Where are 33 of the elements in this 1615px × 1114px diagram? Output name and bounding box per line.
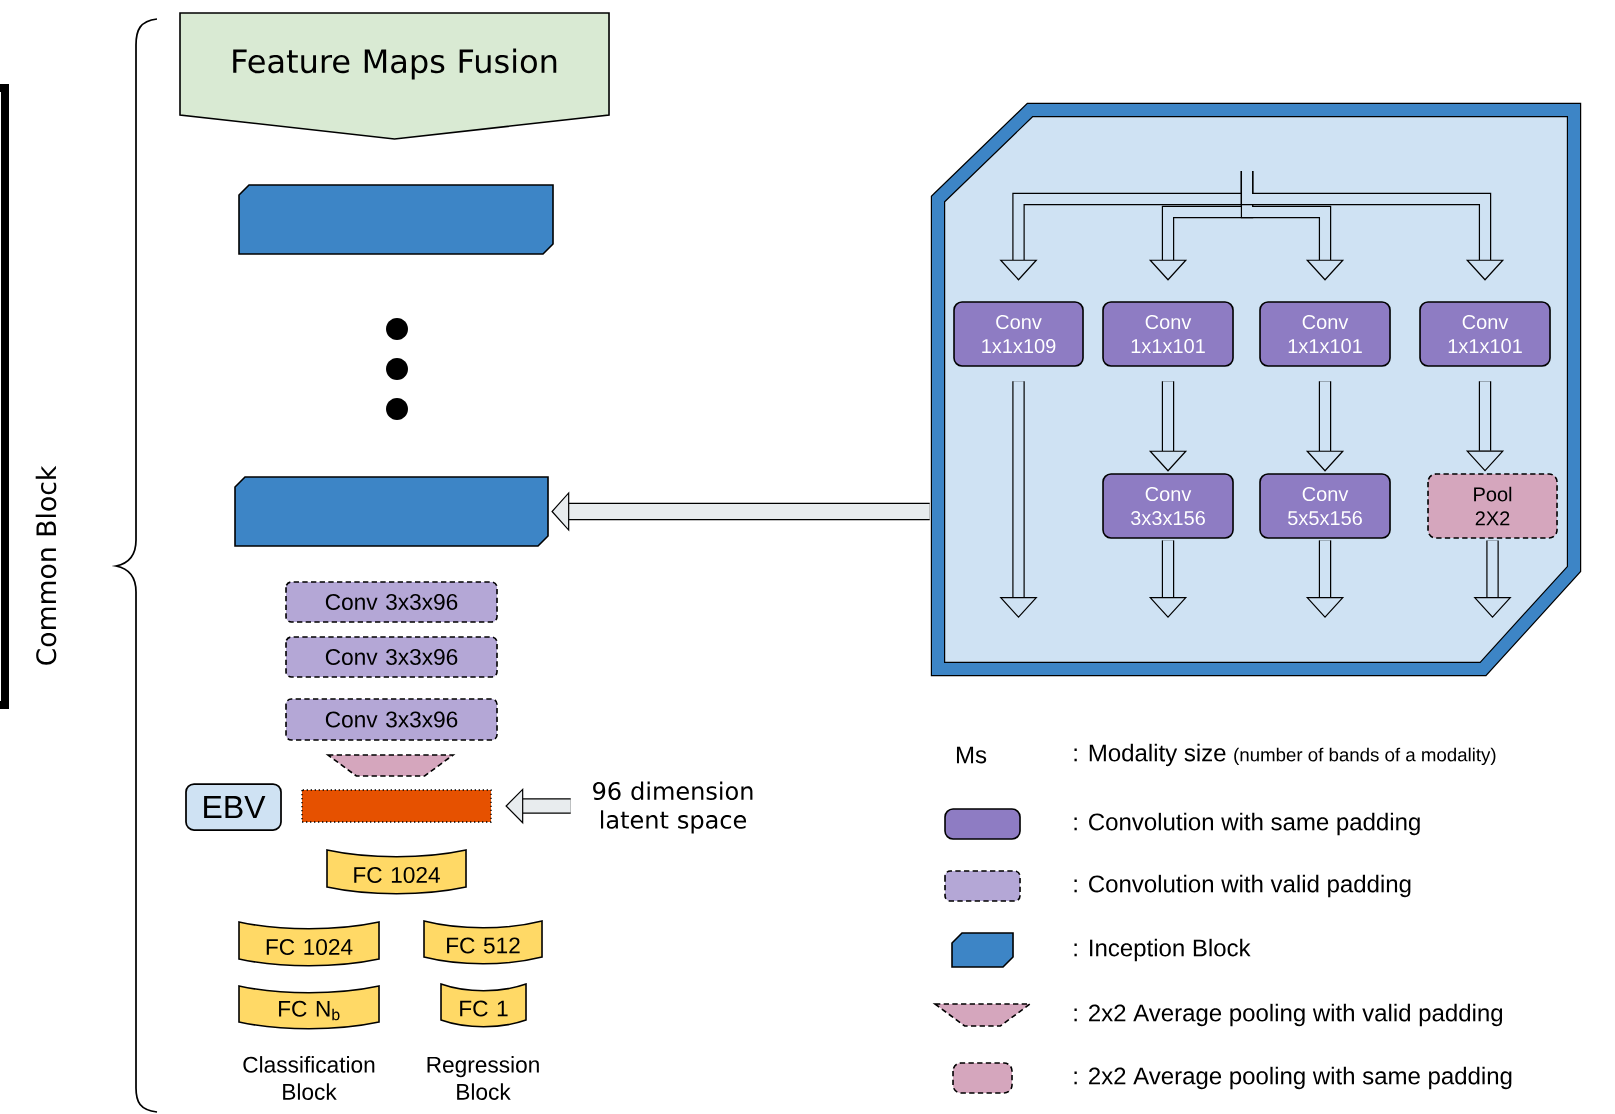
latent-space-text: 96 dimension latent space <box>593 781 753 834</box>
side-label: Common Block <box>35 465 57 665</box>
ebv-box: EBV <box>185 783 282 831</box>
conv-layer-box: Conv 3x3x96 <box>285 698 498 741</box>
conv-layer-box: Conv 1x1x109 <box>953 301 1084 367</box>
legend-text: : Inception Block <box>1074 938 1251 962</box>
legend-text: : Modality size <box>1074 743 1226 767</box>
legend-text: : Convolution with same padding <box>1074 812 1420 836</box>
inception-block <box>238 184 554 255</box>
pentagon-banner: Feature Maps Fusion <box>179 12 610 140</box>
legend-text: : Convolution with valid padding <box>1074 874 1411 898</box>
block-arrow <box>1240 171 1505 281</box>
conv-layer-box: Conv 5x5x156 <box>1259 473 1391 539</box>
inception-block <box>234 476 549 547</box>
fc-layer: FC 512 <box>423 920 543 965</box>
fc-layer: FC 1024 <box>238 921 380 967</box>
fc-layer: FC 1024 <box>326 849 467 895</box>
fc-layer: FC N$_{b}$ <box>238 985 380 1030</box>
conv-layer-box: Conv 1x1x101 <box>1259 301 1391 367</box>
legend-symbol-text: Ms <box>957 746 987 764</box>
fc-layer: FC 1 <box>440 983 527 1028</box>
latent-vector-bar <box>301 789 492 823</box>
legend-text: : 2x2 Average pooling with valid padding <box>1074 1003 1503 1027</box>
pool-layer-box: Pool 2X2 <box>1427 473 1558 539</box>
legend-note: (number of bands of a modality) <box>1234 747 1496 766</box>
conv-layer-box: Conv 1x1x101 <box>1419 301 1551 367</box>
conv-layer-box: Conv 1x1x101 <box>1102 301 1234 367</box>
conv-layer-box: Conv 3x3x96 <box>285 636 498 678</box>
block-caption: Regression Block <box>427 1056 539 1100</box>
block-caption: Classification Block <box>243 1056 375 1100</box>
conv-layer-box: Conv 3x3x156 <box>1102 473 1234 539</box>
legend-text: : 2x2 Average pooling with same padding <box>1074 1066 1512 1090</box>
conv-layer-box: Conv 3x3x96 <box>285 581 498 623</box>
